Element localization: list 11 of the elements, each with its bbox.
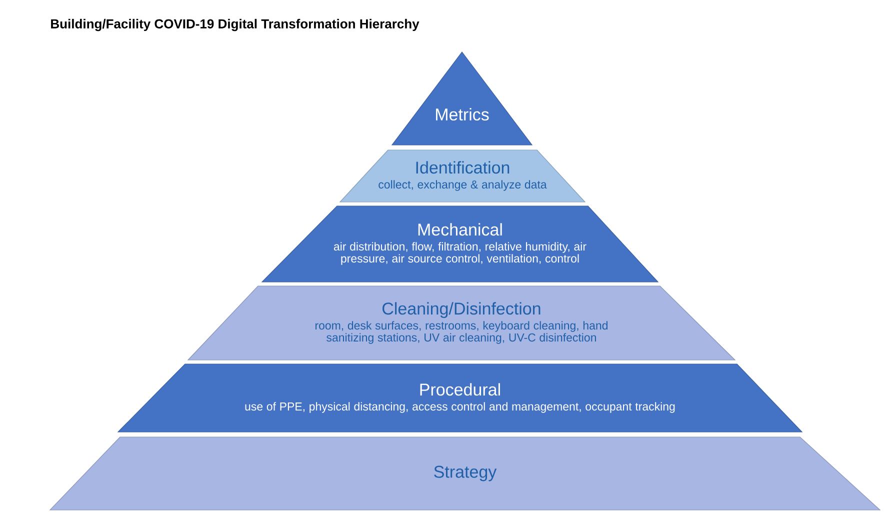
layer-heading: Strategy — [434, 466, 497, 482]
layer-description: collect, exchange & analyze data — [378, 180, 547, 191]
layer-description: use of PPE, physical distancing, access control and management, occupant tracking — [245, 402, 675, 413]
layer-heading: Procedural — [420, 383, 500, 396]
layer-heading: Mechanical — [418, 223, 502, 236]
layer-description: air distribution, flow, filtration, relative humidity, air pressure, air source control, ventilation, control — [334, 242, 586, 265]
layer-description: room, desk surfaces, restrooms, keyboard cleaning, hand sanitizing stations, UV air cleaning, UV-C disinfection — [315, 321, 608, 344]
layer-heading: Cleaning/Disinfection — [382, 302, 540, 318]
layer-heading: Metrics — [436, 108, 489, 121]
layer-heading: Identification — [416, 161, 510, 174]
diagram-title: Building/Facility COVID-19 Digital Transformation Hierarchy — [51, 18, 420, 32]
